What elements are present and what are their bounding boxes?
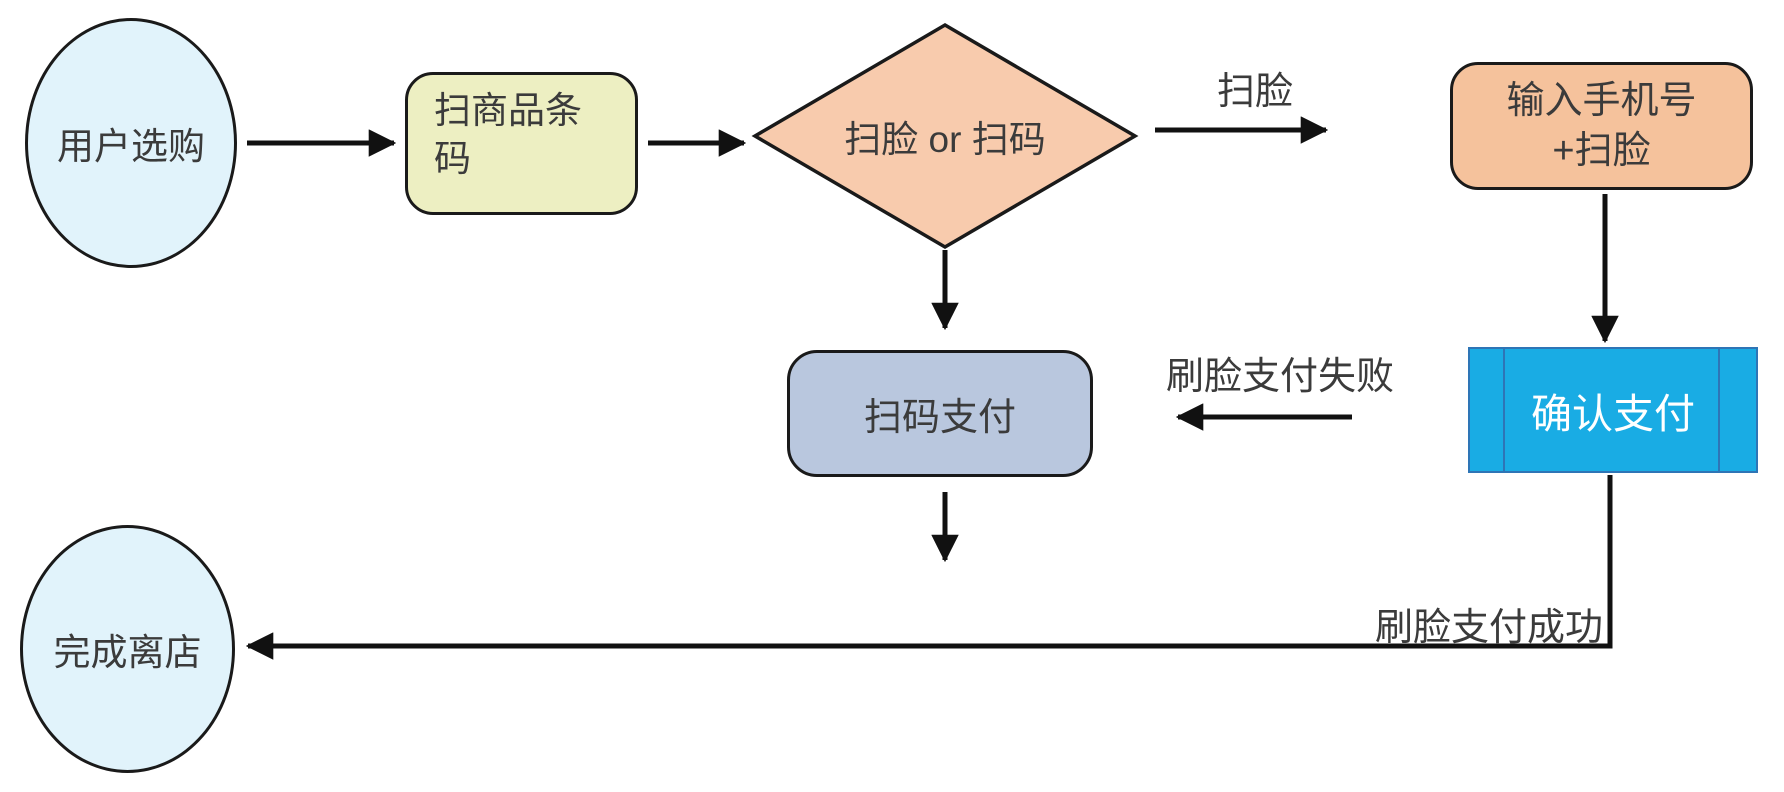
node-enter-phone-label-line2: +扫脸 [1552,130,1651,172]
node-confirm-payment-label: 确认支付 [1531,391,1695,437]
node-enter-phone-label-line1: 输入手机号 [1506,80,1697,122]
decision-diamond-shape [751,22,1139,250]
edge-label-face-pay-success: 刷脸支付成功 [1374,607,1603,649]
edge-label-face-pay-failed: 刷脸支付失败 [1165,356,1394,398]
confirm-payment-left-bar [1503,349,1505,471]
confirm-payment-right-bar [1718,349,1720,471]
node-scan-barcode-label-line1: 扫商品条 [434,90,582,131]
node-scan-barcode-label-line2: 码 [434,138,471,179]
edge-confirm-to-end-success [245,475,1613,660]
node-start-label: 用户选购 [57,126,205,167]
node-scan-barcode: 扫商品条 码 [405,72,638,215]
edge-label-scan-face: 扫脸 [1216,71,1293,113]
node-scan-code-pay: 扫码支付 [787,350,1093,477]
node-end: 完成离店 [20,525,235,773]
node-end-label: 完成离店 [53,632,202,673]
node-confirm-payment: 确认支付 [1468,347,1758,473]
node-start: 用户选购 [25,18,237,268]
node-decision-label: 扫脸 or 扫码 [844,119,1046,160]
node-enter-phone: 输入手机号 +扫脸 [1450,62,1753,190]
node-scan-code-pay-label: 扫码支付 [863,397,1016,439]
